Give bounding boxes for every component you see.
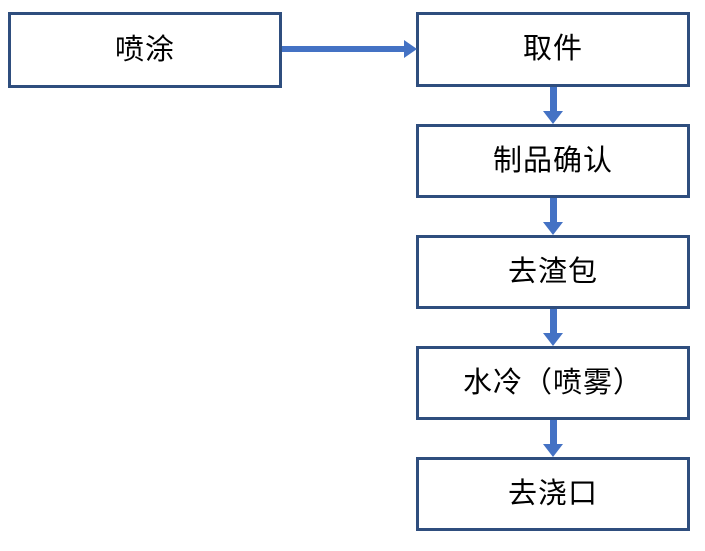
arrow-right-icon [282,40,417,58]
arrow-shaft [549,309,557,334]
arrow-down-icon [543,309,563,346]
node-slag-removal: 去渣包 [416,235,690,309]
node-part-removal-label: 取件 [522,33,583,65]
arrow-down-icon [543,198,563,235]
arrow-shaft [282,46,405,52]
node-spray-coating: 喷涂 [8,12,282,88]
node-slag-removal-label: 去渣包 [507,255,598,288]
arrow-head [543,111,563,124]
node-gate-removal: 去浇口 [416,457,690,531]
node-product-confirm-label: 制品确认 [492,144,613,177]
arrow-shaft [549,420,557,445]
arrow-head [543,333,563,346]
node-gate-removal-label: 去浇口 [507,477,598,510]
arrow-head [543,222,563,235]
arrow-shaft [549,87,557,112]
node-spray-coating-label: 喷涂 [114,33,175,66]
arrow-head [543,444,563,457]
arrow-head [404,40,417,58]
node-water-cooling-spray-label: 水冷（喷雾） [462,366,643,399]
arrow-shaft [549,198,557,223]
node-part-removal: 取件 [416,12,690,87]
node-water-cooling-spray: 水冷（喷雾） [416,346,690,420]
arrow-down-icon [543,87,563,124]
arrow-down-icon [543,420,563,457]
node-product-confirm: 制品确认 [416,124,690,198]
